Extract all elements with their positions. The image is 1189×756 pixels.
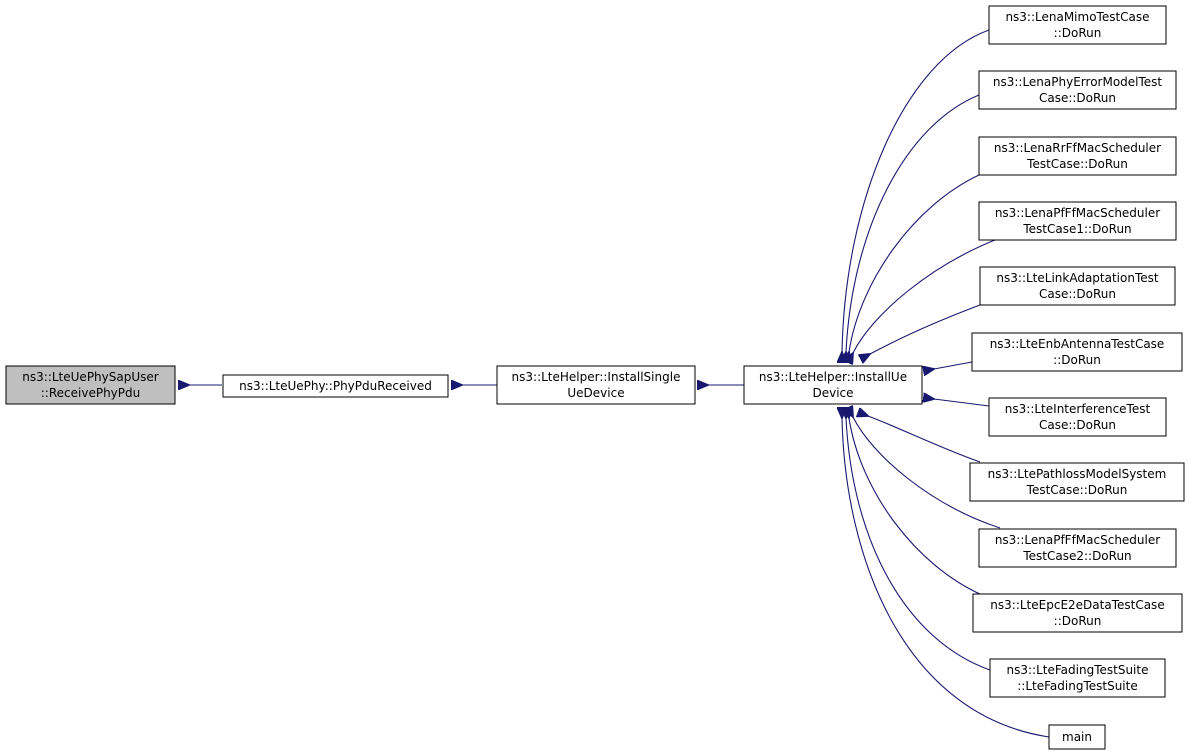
node-label-line-2: TestCase1::DoRun <box>1022 222 1131 236</box>
node-label-line-2: UeDevice <box>567 386 624 400</box>
node-label-line-1: ns3::LenaPfFfMacScheduler <box>995 206 1160 220</box>
node-label-line-2: TestCase::DoRun <box>1026 157 1128 171</box>
node-label-line-1: ns3::LteHelper::InstallSingle <box>512 370 681 384</box>
node-lte-interference[interactable]: ns3::LteInterferenceTest Case::DoRun <box>988 397 1167 437</box>
edges <box>189 29 1050 738</box>
node-lena-pf-ff-2[interactable]: ns3::LenaPfFfMacScheduler TestCase2::DoR… <box>978 528 1177 568</box>
node-lena-phy-error[interactable]: ns3::LenaPhyErrorModelTest Case::DoRun <box>978 70 1177 110</box>
edge-lenapfff1-to-installue <box>853 237 1001 353</box>
edge-interference-to-installue <box>934 399 990 407</box>
node-label-line-2: ::DoRun <box>1054 26 1102 40</box>
node-label-line-1: ns3::LteHelper::InstallUe <box>759 370 907 384</box>
node-label-line-1: ns3::LenaPfFfMacScheduler <box>995 533 1160 547</box>
node-lte-pathloss[interactable]: ns3::LtePathlossModelSystem TestCase::Do… <box>969 462 1185 502</box>
node-label-line-1: ns3::LteEpcE2eDataTestCase <box>990 598 1164 612</box>
node-label-line-2: ::LteFadingTestSuite <box>1017 679 1137 693</box>
node-label-line-2: Device <box>812 386 853 400</box>
edge-linkadaptation-to-installue <box>870 304 981 354</box>
node-label-line-1: ns3::LteInterferenceTest <box>1005 402 1151 416</box>
node-receive-phy-pdu[interactable]: ns3::LteUePhySapUser ::ReceivePhyPdu <box>5 365 176 405</box>
node-label-line-1: ns3::LteEnbAntennaTestCase <box>990 337 1165 351</box>
edge-epce2e-to-installue <box>849 418 983 596</box>
node-label-line-1: ns3::LteFadingTestSuite <box>1007 663 1149 677</box>
edge-lenapfff2-to-installue <box>853 417 1001 529</box>
edge-main-to-installue <box>842 418 1050 738</box>
node-label-line-2: ::DoRun <box>1054 614 1102 628</box>
node-lte-epc-e2e[interactable]: ns3::LteEpcE2eDataTestCase ::DoRun <box>972 593 1183 633</box>
node-lte-fading[interactable]: ns3::LteFadingTestSuite ::LteFadingTestS… <box>989 658 1166 698</box>
node-phy-pdu-received[interactable]: ns3::LteUePhy::PhyPduReceived <box>222 374 449 398</box>
node-label-line-2: ::ReceivePhyPdu <box>41 386 140 400</box>
node-install-single-ue-device[interactable]: ns3::LteHelper::InstallSingle UeDevice <box>496 365 696 405</box>
node-install-ue-device[interactable]: ns3::LteHelper::InstallUe Device <box>743 365 923 405</box>
edge-enbantenna-to-installue <box>934 361 973 369</box>
node-lena-rr-ff[interactable]: ns3::LenaRrFfMacScheduler TestCase::DoRu… <box>978 136 1177 176</box>
node-label-line-1: ns3::LteUePhySapUser <box>22 370 158 384</box>
edge-lenamimo-to-installue <box>842 29 990 352</box>
node-lte-enb-antenna[interactable]: ns3::LteEnbAntennaTestCase ::DoRun <box>971 332 1183 372</box>
node-label-line-1: ns3::LteUePhy::PhyPduReceived <box>239 379 432 393</box>
node-label-line-1: ns3::LenaPhyErrorModelTest <box>993 75 1163 89</box>
node-lte-link-adaptation[interactable]: ns3::LteLinkAdaptationTest Case::DoRun <box>979 266 1176 306</box>
node-label-line-2: ::DoRun <box>1053 353 1101 367</box>
node-label-line-1: ns3::LenaRrFfMacScheduler <box>994 141 1161 155</box>
node-lena-pf-ff-1[interactable]: ns3::LenaPfFfMacScheduler TestCase1::DoR… <box>978 201 1177 241</box>
node-label-line-2: Case::DoRun <box>1039 287 1116 301</box>
node-label-line-1: ns3::LenaMimoTestCase <box>1005 10 1149 24</box>
node-label-line-1: ns3::LtePathlossModelSystem <box>988 467 1167 481</box>
node-label-line-2: Case::DoRun <box>1039 91 1116 105</box>
node-label-line-1: main <box>1062 730 1092 744</box>
node-label-line-2: Case::DoRun <box>1039 418 1116 432</box>
node-lena-mimo[interactable]: ns3::LenaMimoTestCase ::DoRun <box>988 5 1167 45</box>
node-label-line-2: TestCase::DoRun <box>1026 483 1128 497</box>
edge-fading-to-installue <box>846 418 991 671</box>
node-label-line-1: ns3::LteLinkAdaptationTest <box>996 271 1158 285</box>
edge-lenarrff-to-installue <box>849 174 980 352</box>
edge-lenaphyerror-to-installue <box>846 94 980 352</box>
edge-pathloss-to-installue <box>868 416 981 463</box>
node-label-line-2: TestCase2::DoRun <box>1022 549 1131 563</box>
node-main[interactable]: main <box>1048 724 1106 750</box>
